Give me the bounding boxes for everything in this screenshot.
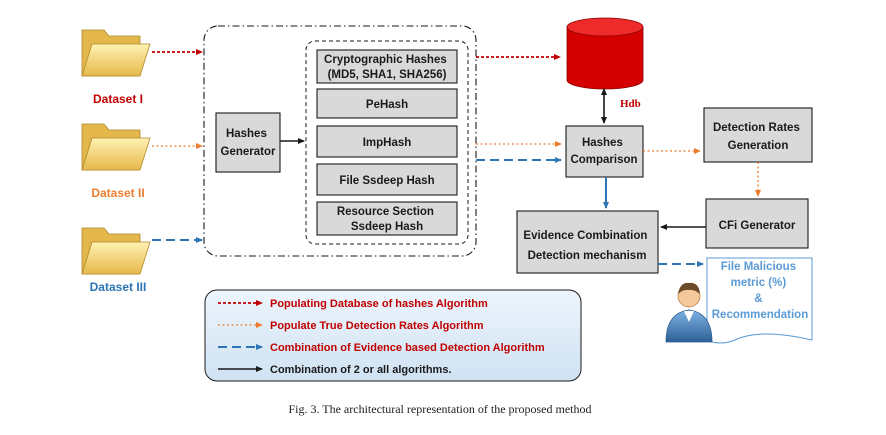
legend-item-2: Populate True Detection Rates Algorithm xyxy=(270,320,484,332)
imphash-label: ImpHash xyxy=(363,137,412,149)
folder-icon xyxy=(81,227,151,275)
database-icon xyxy=(566,17,644,90)
malicious-line-4: Recommendation xyxy=(712,309,809,321)
resource-section-box: Resource Section Ssdeep Hash xyxy=(316,201,458,236)
cfi-generator-box: CFi Generator xyxy=(705,198,809,249)
legend-item-4: Combination of 2 or all algorithms. xyxy=(270,364,452,376)
svg-text:Hashes Generator: Hashes Generator xyxy=(221,128,276,158)
detection-rates-box: Detection Rates Generation xyxy=(703,107,813,163)
detection-rates-line-1: Detection Rates xyxy=(713,122,800,134)
hash-types-container xyxy=(305,40,469,245)
malicious-line-3: & xyxy=(754,293,762,305)
dataset-2-folder: Dataset II xyxy=(81,123,151,200)
hashes-generator-box: Hashes Generator xyxy=(215,112,281,173)
dataset-3-label: Dataset III xyxy=(90,280,147,294)
svg-text:File Malicious metric (%: File Malicious metric (%) & Recommendati… xyxy=(712,261,809,321)
svg-text:Cryptographic Hashes (MD: Cryptographic Hashes (MD5, SHA1, SHA256) xyxy=(324,54,450,81)
svg-text:Hashes Comparison: Hashes Comparison xyxy=(570,137,637,166)
detection-rates-line-2: Generation xyxy=(728,140,789,152)
imphash-box: ImpHash xyxy=(316,125,458,158)
hash-module-container xyxy=(203,25,477,257)
dataset-1-folder: Dataset I xyxy=(81,29,151,106)
dataset-2-label: Dataset II xyxy=(91,186,144,200)
legend: Populating Database of hashes Algorithm … xyxy=(204,289,582,382)
dataset-1-label: Dataset I xyxy=(93,92,143,106)
folder-icon xyxy=(81,123,151,171)
evidence-combination-box: Evidence Combination Detection mechanism xyxy=(516,210,659,274)
pehash-box: PeHash xyxy=(316,88,458,119)
malicious-line-2: metric (%) xyxy=(731,277,787,289)
malicious-metric-document: File Malicious metric (%) & Recommendati… xyxy=(706,257,813,344)
cryptographic-hashes-box: Cryptographic Hashes (MD5, SHA1, SHA256) xyxy=(316,49,458,84)
evidence-line-1: Evidence Combination xyxy=(523,230,647,242)
hashes-generator-line-1: Hashes xyxy=(226,128,267,140)
figure-caption: Fig. 3. The architectural representation… xyxy=(288,402,591,416)
evidence-line-2: Detection mechanism xyxy=(528,250,647,262)
svg-text:Evidence Combination Det: Evidence Combination Detection mechanism xyxy=(523,230,650,262)
legend-item-1: Populating Database of hashes Algorithm xyxy=(270,298,488,310)
hashes-generator-line-2: Generator xyxy=(221,146,276,158)
ssdeep-box: File Ssdeep Hash xyxy=(316,163,458,196)
cfi-label: CFi Generator xyxy=(719,220,796,232)
pehash-label: PeHash xyxy=(366,99,408,111)
svg-text:Resource Section Ssdeep: Resource Section Ssdeep Hash xyxy=(337,206,437,233)
svg-text:Detection Rates Generati: Detection Rates Generation xyxy=(713,122,803,152)
hdb-label: Hdb xyxy=(620,98,641,110)
user-icon xyxy=(665,282,713,343)
legend-item-3: Combination of Evidence based Detection … xyxy=(270,342,545,354)
comparison-line-2: Comparison xyxy=(570,154,637,166)
crypto-line-2: (MD5, SHA1, SHA256) xyxy=(328,69,447,81)
crypto-line-1: Cryptographic Hashes xyxy=(324,54,447,66)
dataset-3-folder: Dataset III xyxy=(81,227,151,294)
ssdeep-label: File Ssdeep Hash xyxy=(339,175,434,187)
hdb-database: Hdb xyxy=(566,17,644,110)
hashes-comparison-box: Hashes Comparison xyxy=(565,125,644,178)
resource-line-2: Ssdeep Hash xyxy=(351,221,423,233)
folder-icon xyxy=(81,29,151,77)
comparison-line-1: Hashes xyxy=(582,137,623,149)
resource-line-1: Resource Section xyxy=(337,206,434,218)
malicious-line-1: File Malicious xyxy=(721,261,796,273)
